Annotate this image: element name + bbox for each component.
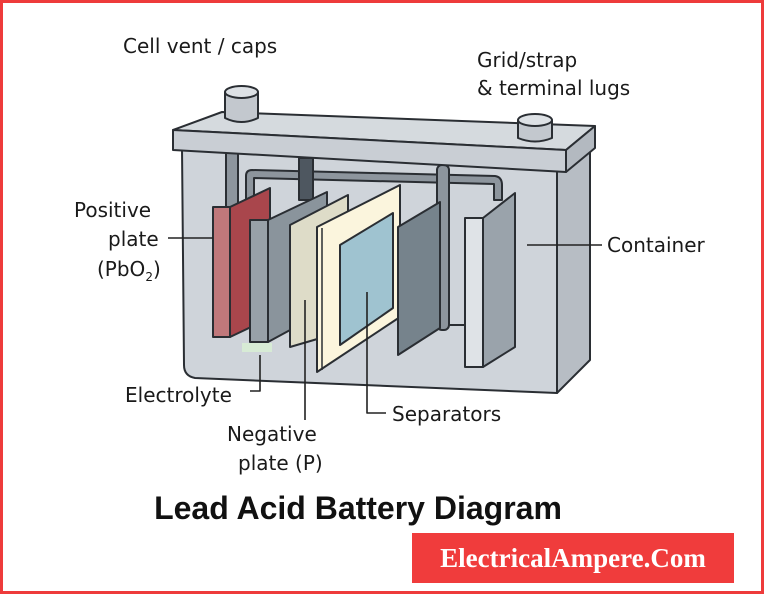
label-container: Container [607, 233, 705, 257]
label-grid-1: Grid/strap [477, 48, 578, 72]
label-positive-3: (PbO2) [97, 256, 161, 290]
separator [316, 184, 401, 373]
label-separators: Separators [392, 402, 502, 426]
label-positive-formula: (PbO [97, 257, 146, 281]
label-negative-1: Negative [227, 422, 317, 446]
label-positive-2: plate [108, 227, 159, 251]
negative-plate-2 [397, 201, 441, 356]
electrolyte-marker [242, 343, 272, 352]
label-positive-close: ) [152, 257, 161, 281]
vent-caps [224, 85, 553, 143]
label-positive-1: Positive [74, 198, 152, 222]
brand-badge: ElectricalAmpere.Com [412, 533, 734, 583]
leader-lines [168, 237, 602, 420]
label-electrolyte: Electrolyte [125, 383, 232, 407]
end-plate [464, 192, 516, 368]
label-positive-sub: 2 [145, 270, 153, 284]
brand-text: ElectricalAmpere.Com [440, 542, 706, 573]
label-negative-2: plate (P) [238, 451, 323, 475]
diagram-title: Lead Acid Battery Diagram [154, 490, 562, 526]
label-grid-2: & terminal lugs [477, 76, 631, 100]
label-vent: Cell vent / caps [123, 34, 278, 58]
lid [172, 111, 596, 173]
